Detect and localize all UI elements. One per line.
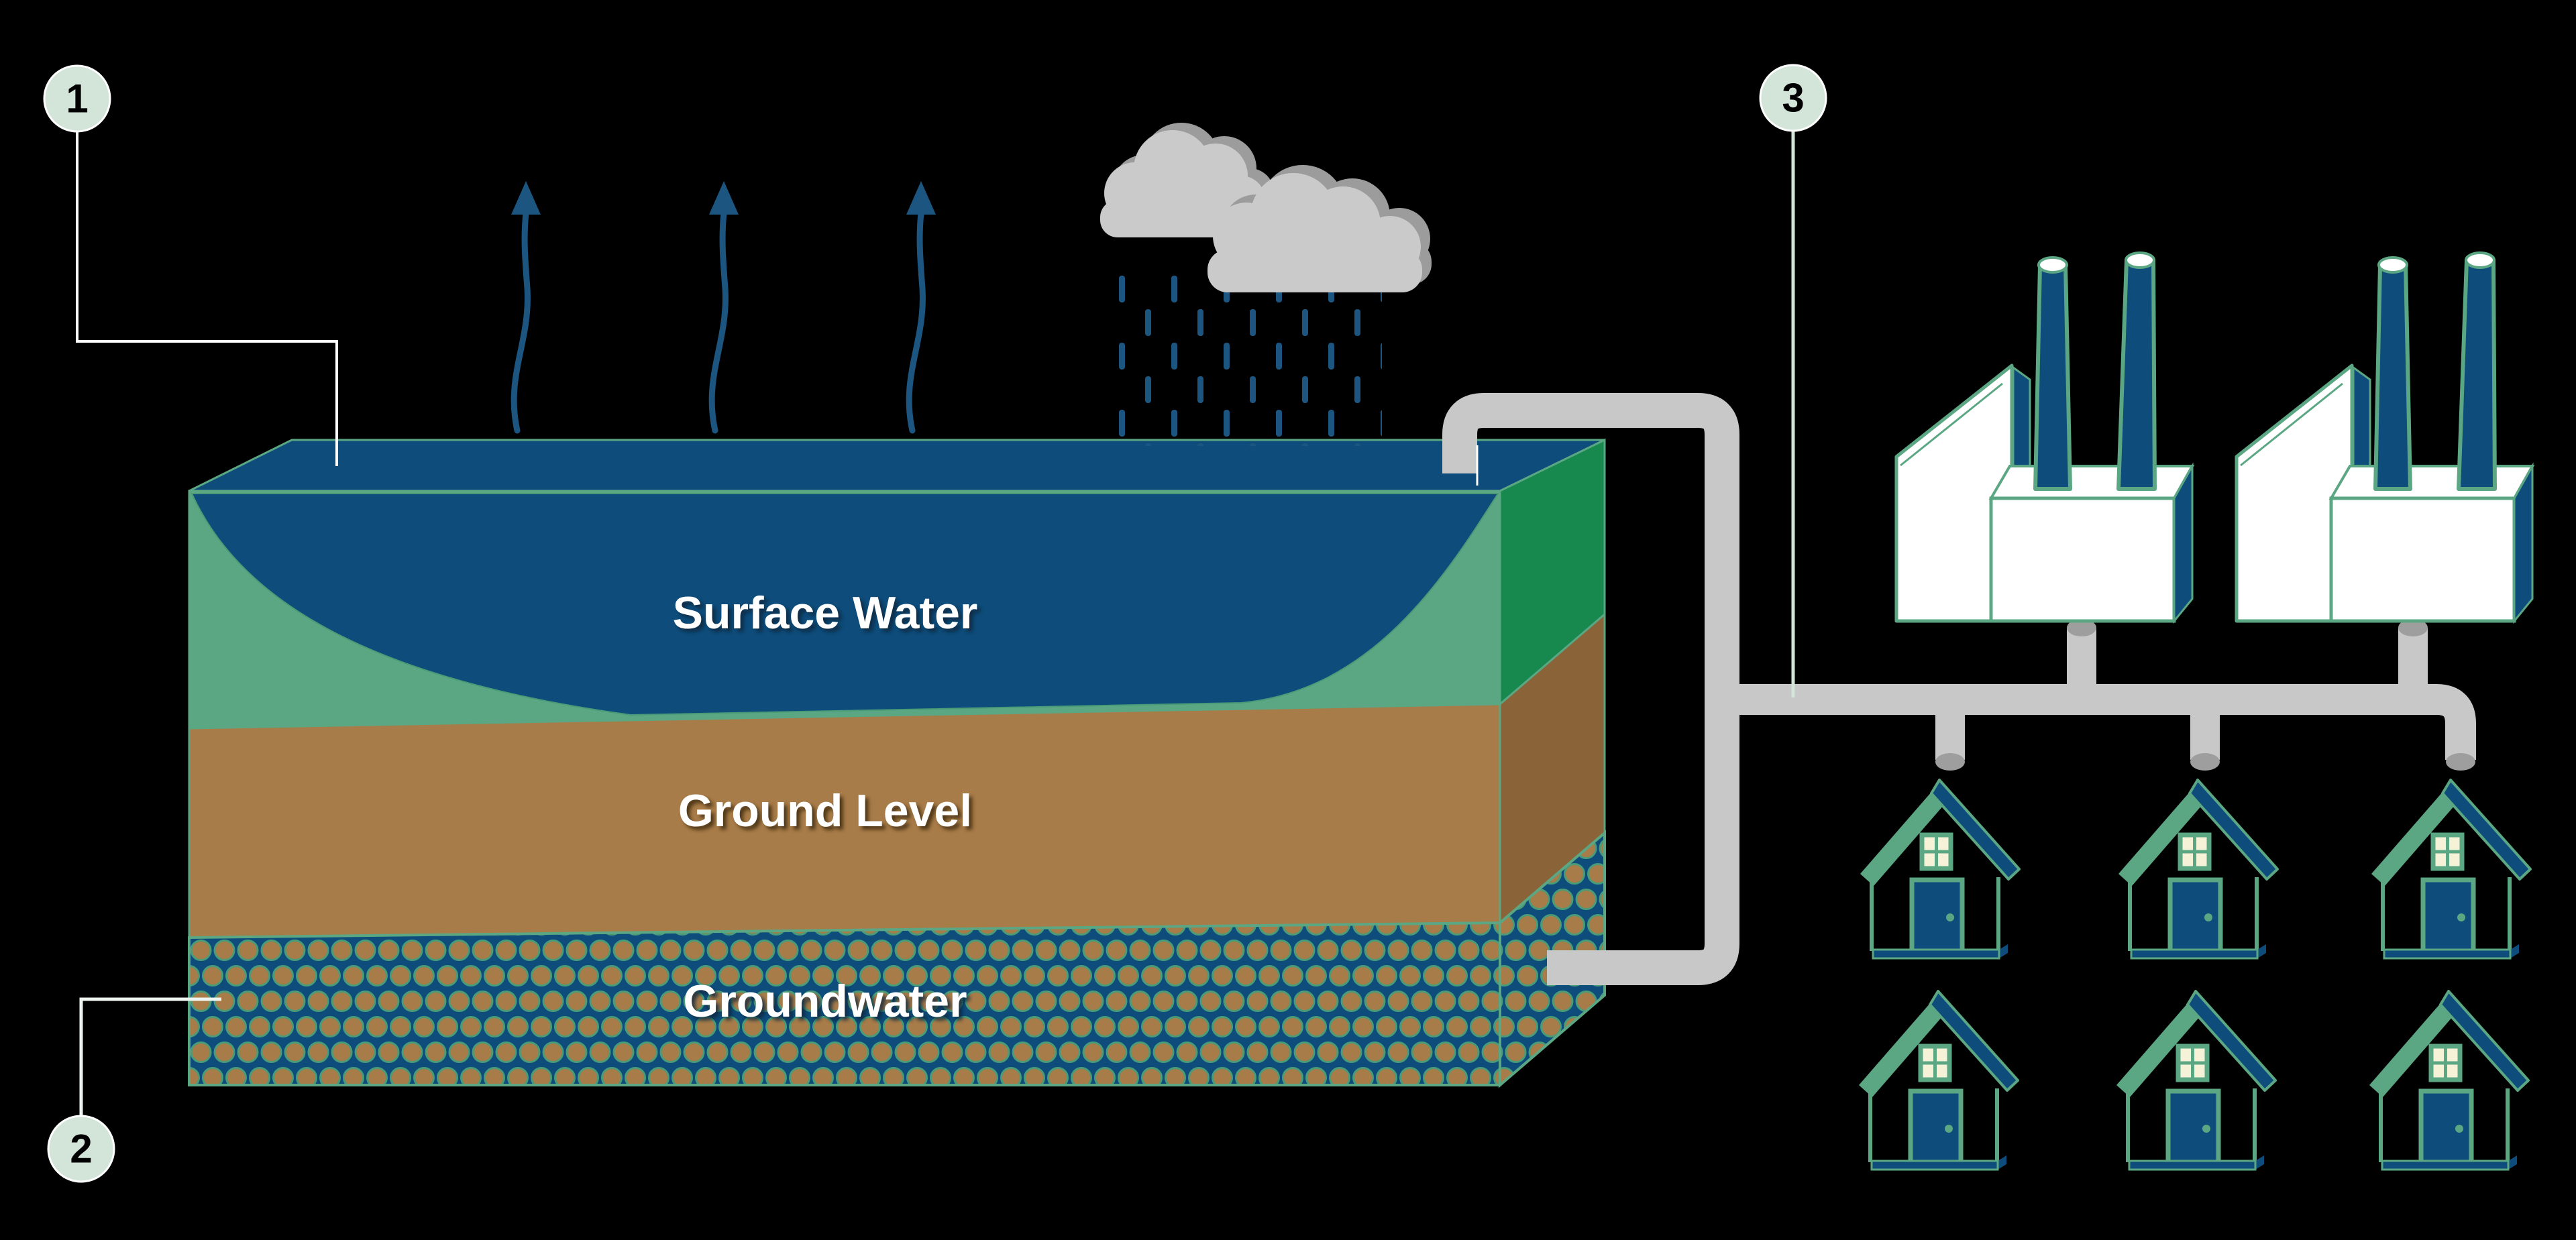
pipe-cap: [2067, 619, 2096, 636]
houses: [1859, 780, 2530, 1170]
callout-number-1: 1: [66, 76, 88, 121]
surface-water-label: Surface Water: [673, 587, 978, 638]
pipe-cap: [2190, 753, 2220, 771]
callout-leader-2: [79, 997, 221, 1117]
surface-water-label-shadow: Surface Water: [676, 591, 981, 642]
distribution-pipe: [1722, 684, 2476, 760]
pipe-cap: [1935, 753, 1965, 771]
house-icon: [2116, 991, 2275, 1170]
ground-level-label-shadow: Ground Level: [682, 789, 975, 840]
layer-labels: Surface Water Surface Water Ground Level…: [673, 587, 981, 1030]
pipe-cap: [2398, 619, 2428, 636]
evaporation-arrow-icon: [511, 181, 541, 431]
callout-number-2: 2: [70, 1127, 92, 1172]
rain-cloud-icon: [1100, 123, 1432, 292]
callout-badge-1: [43, 64, 111, 133]
block-top-face: [189, 439, 1605, 492]
factories: [1896, 253, 2532, 621]
evaporation-arrow-icon: [906, 181, 936, 431]
surface-water-layer: [191, 493, 1499, 716]
house-icon: [2371, 780, 2530, 958]
pipe-network: [1442, 393, 2476, 985]
callout-badge-2: [47, 1115, 115, 1183]
house-icon: [2369, 991, 2528, 1170]
factory-icon: [2237, 253, 2532, 621]
evaporation-arrow-icon: [709, 181, 739, 431]
callout-leader-1: [76, 131, 338, 466]
house-icon: [2118, 780, 2277, 958]
factory-icon: [1896, 253, 2192, 621]
ground-level-label: Ground Level: [678, 785, 972, 836]
ground-block: [188, 438, 1606, 1088]
house-icon: [1859, 991, 2018, 1170]
house-icon: [1860, 780, 2019, 958]
intake-pipe: [1442, 393, 1739, 985]
evaporation-arrows: [511, 181, 936, 431]
callout-badge-3: [1759, 64, 1827, 132]
callout-number-3: 3: [1782, 76, 1804, 121]
callouts: 1 2 3: [43, 64, 1827, 1183]
groundwater-label: Groundwater: [683, 976, 967, 1027]
pipe-cap: [2446, 753, 2475, 771]
rain-icon: [1114, 272, 1382, 446]
groundwater-label-shadow: Groundwater: [686, 979, 970, 1030]
